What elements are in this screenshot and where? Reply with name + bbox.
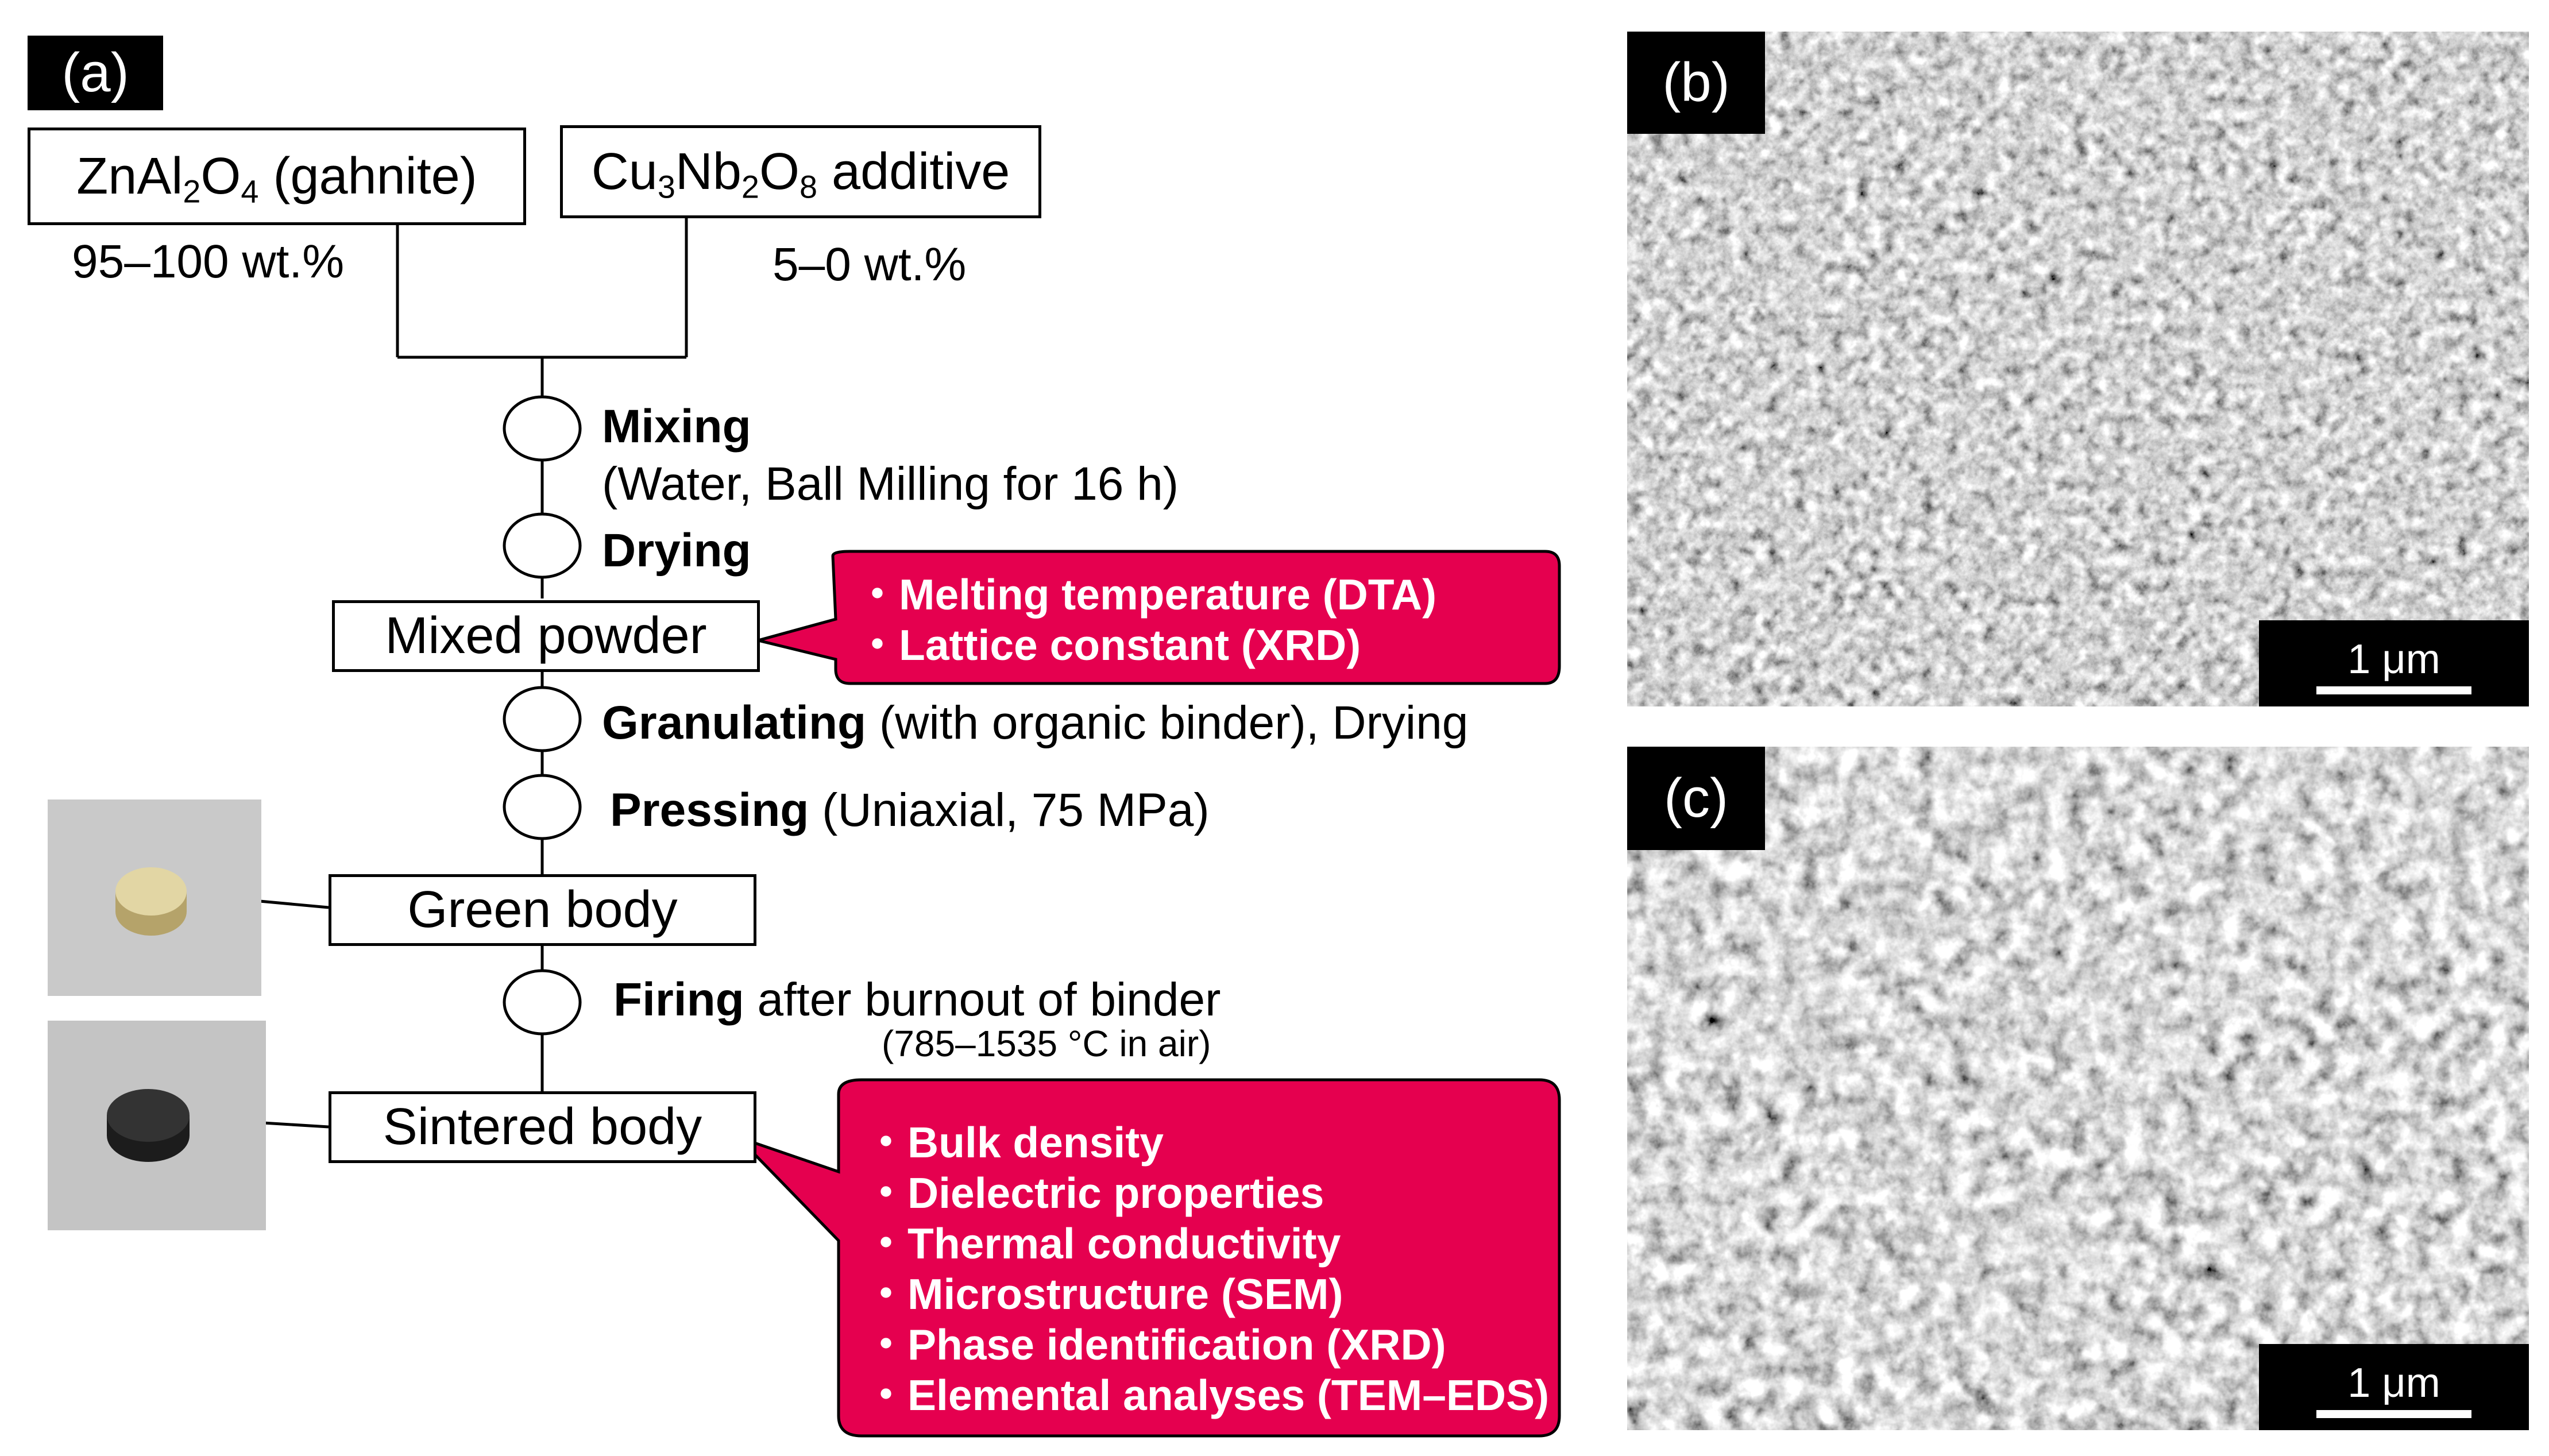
sem-image-b	[1627, 32, 2529, 706]
mixing-label: Mixing	[602, 400, 751, 453]
green-body-box: Green body	[329, 874, 756, 946]
panel-a-label: (a)	[28, 36, 163, 110]
panel-c-label: (c)	[1627, 747, 1765, 850]
sintered-callout-item-3: ・Thermal conductivity	[864, 1219, 1341, 1268]
sintered-callout-item-2: ・Dielectric properties	[864, 1169, 1324, 1217]
sem-texture-b	[1627, 32, 2529, 706]
sintered-callout-item-5: ・Phase identification (XRD)	[864, 1320, 1446, 1369]
granulating-step-node	[503, 686, 582, 752]
gahnite-amount: 95–100 wt.%	[72, 235, 345, 288]
sintered-callout-item-6: ・Elemental analyses (TEM–EDS)	[864, 1371, 1550, 1419]
sintered-body-pellet-icon	[107, 1089, 190, 1162]
firing-condition: (785–1535 °C in air)	[882, 1023, 1211, 1064]
sintered-callout-item-1: ・Bulk density	[864, 1118, 1164, 1167]
callout-shape-sintered-body	[737, 1078, 1561, 1438]
pressing-step-node	[503, 774, 582, 840]
callout-shape-mixed-powder	[752, 550, 1561, 685]
scale-label-b: 1 μm	[2347, 636, 2440, 682]
firing-label: Firing after burnout of binder	[613, 974, 1221, 1026]
green-body-photo	[48, 800, 261, 996]
mixed-powder-box: Mixed powder	[332, 600, 760, 672]
sintered-body-photo	[48, 1021, 266, 1230]
scale-bar-b	[2316, 686, 2471, 694]
gahnite-box: ZnAl2O4 (gahnite)	[28, 128, 526, 225]
pressing-label: Pressing (Uniaxial, 75 MPa)	[610, 784, 1210, 836]
sintered-callout-item-4: ・Microstructure (SEM)	[864, 1270, 1343, 1318]
scale-bar-c	[2316, 1410, 2471, 1418]
additive-box: Cu3Nb2O8 additive	[560, 125, 1041, 218]
granulating-label: Granulating (with organic binder), Dryin…	[602, 697, 1469, 749]
sem-texture-c	[1627, 747, 2529, 1430]
mixed-powder-callout-item-2: ・Lattice constant (XRD)	[856, 621, 1361, 669]
additive-formula: Cu3Nb2O8 additive	[591, 142, 1010, 205]
scale-label-c: 1 μm	[2347, 1360, 2440, 1406]
sintered-body-box: Sintered body	[329, 1091, 756, 1163]
sem-image-c	[1627, 747, 2529, 1430]
green-body-pellet-icon	[115, 867, 187, 936]
panel-b-label: (b)	[1627, 32, 1765, 134]
firing-step-node	[503, 969, 582, 1036]
mixed-powder-callout-item-1: ・Melting temperature (DTA)	[856, 570, 1437, 619]
drying-step-node	[503, 512, 582, 579]
additive-amount: 5–0 wt.%	[773, 238, 967, 291]
drying-label: Drying	[602, 524, 751, 577]
mixing-step-node	[503, 395, 582, 462]
mixing-detail: (Water, Ball Milling for 16 h)	[602, 458, 1179, 510]
gahnite-formula: ZnAl2O4 (gahnite)	[76, 147, 477, 210]
